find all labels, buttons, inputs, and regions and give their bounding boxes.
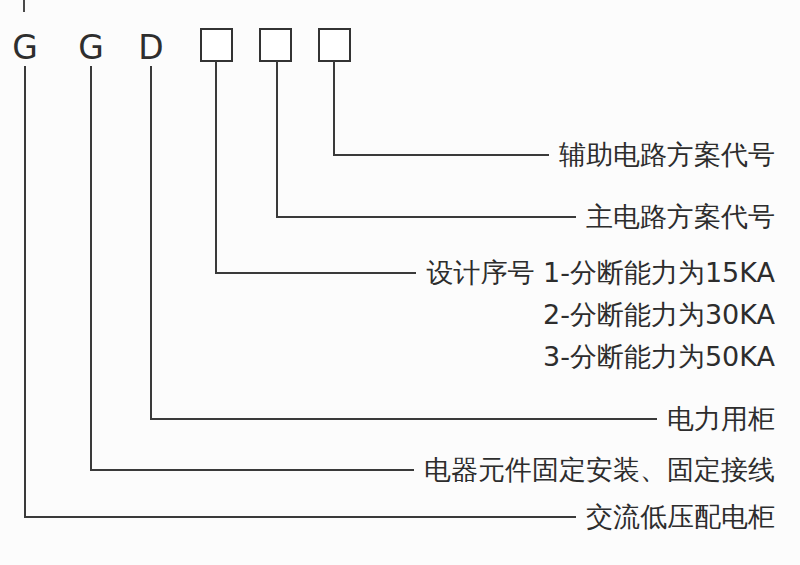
connector-vline-box2: [276, 61, 278, 218]
connector-vline-d: [150, 66, 152, 420]
label-fixed-installation: 电器元件固定安装、固定接线: [424, 456, 775, 484]
connector-hline: [90, 469, 414, 471]
connector-hline: [150, 418, 657, 420]
label-breaking-capacity-50ka: 3-分断能力为50KA: [543, 343, 775, 371]
row-aux-circuit-code: 辅助电路方案代号: [333, 141, 775, 169]
label-ac-lv-distribution: 交流低压配电柜: [586, 503, 775, 531]
stray-mark: [23, 0, 25, 12]
connector-hline: [333, 154, 549, 156]
label-power-cabinet: 电力用柜: [667, 405, 775, 433]
main-circuit-box: [259, 28, 292, 62]
connector-vline-g2: [90, 66, 92, 471]
row-ac-lv-distribution: 交流低压配电柜: [24, 503, 775, 531]
code-letter-d: D: [129, 31, 173, 65]
connector-hline: [215, 272, 416, 274]
label-aux-circuit-code: 辅助电路方案代号: [559, 141, 775, 169]
label-main-circuit-code: 主电路方案代号: [586, 203, 775, 231]
row-main-circuit-code: 主电路方案代号: [276, 203, 775, 231]
connector-hline: [24, 516, 576, 518]
label-breaking-capacity-30ka: 2-分断能力为30KA: [543, 301, 775, 329]
connector-vline-box1: [215, 61, 217, 274]
row-power-cabinet: 电力用柜: [150, 405, 775, 433]
row-fixed-installation: 电器元件固定安装、固定接线: [90, 456, 775, 484]
aux-circuit-box: [318, 28, 351, 62]
row-design-number: 设计序号 1-分断能力为15KA: [215, 259, 775, 287]
code-letter-g1: G: [3, 31, 47, 65]
label-design-number: 设计序号 1-分断能力为15KA: [426, 259, 775, 287]
connector-hline: [276, 216, 576, 218]
design-number-box: [200, 28, 233, 62]
code-letter-g2: G: [69, 31, 113, 65]
connector-vline-g1: [24, 66, 26, 518]
